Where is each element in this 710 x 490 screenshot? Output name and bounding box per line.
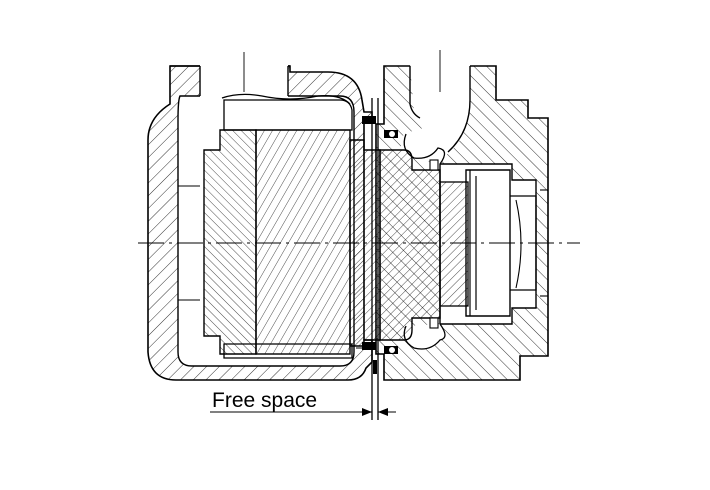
rotor-assembly [203, 129, 381, 355]
seals [362, 116, 398, 354]
drive-shaft [379, 149, 469, 341]
free-space-dimension [210, 408, 396, 416]
housing-gap [371, 98, 379, 420]
free-space-label: Free space [212, 389, 318, 412]
